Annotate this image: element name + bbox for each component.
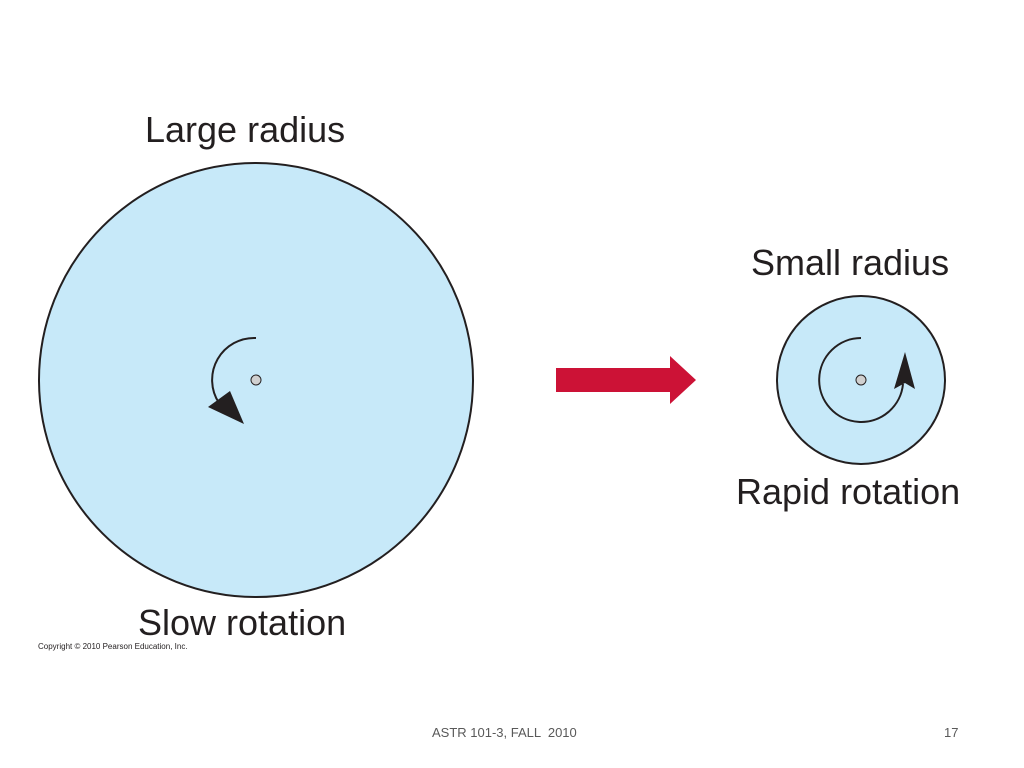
slow-rotation-arc-icon <box>211 336 257 404</box>
small-center-dot <box>855 374 867 386</box>
large-center-dot <box>250 374 262 386</box>
copyright-notice: Copyright © 2010 Pearson Education, Inc. <box>38 642 188 651</box>
rapid-rotation-arrowhead-icon <box>894 352 915 389</box>
slow-rotation-label: Slow rotation <box>138 602 347 643</box>
transition-arrow-icon <box>556 356 696 404</box>
slow-rotation-arrowhead-icon <box>208 391 244 424</box>
slide-footer: ASTR 101-3, FALL 2010 <box>432 725 577 740</box>
slide-number: 17 <box>944 725 959 740</box>
small-radius-label: Small radius <box>751 242 950 283</box>
large-radius-label: Large radius <box>145 109 346 150</box>
rapid-rotation-arc-icon <box>818 337 904 423</box>
rapid-rotation-label: Rapid rotation <box>736 471 961 512</box>
